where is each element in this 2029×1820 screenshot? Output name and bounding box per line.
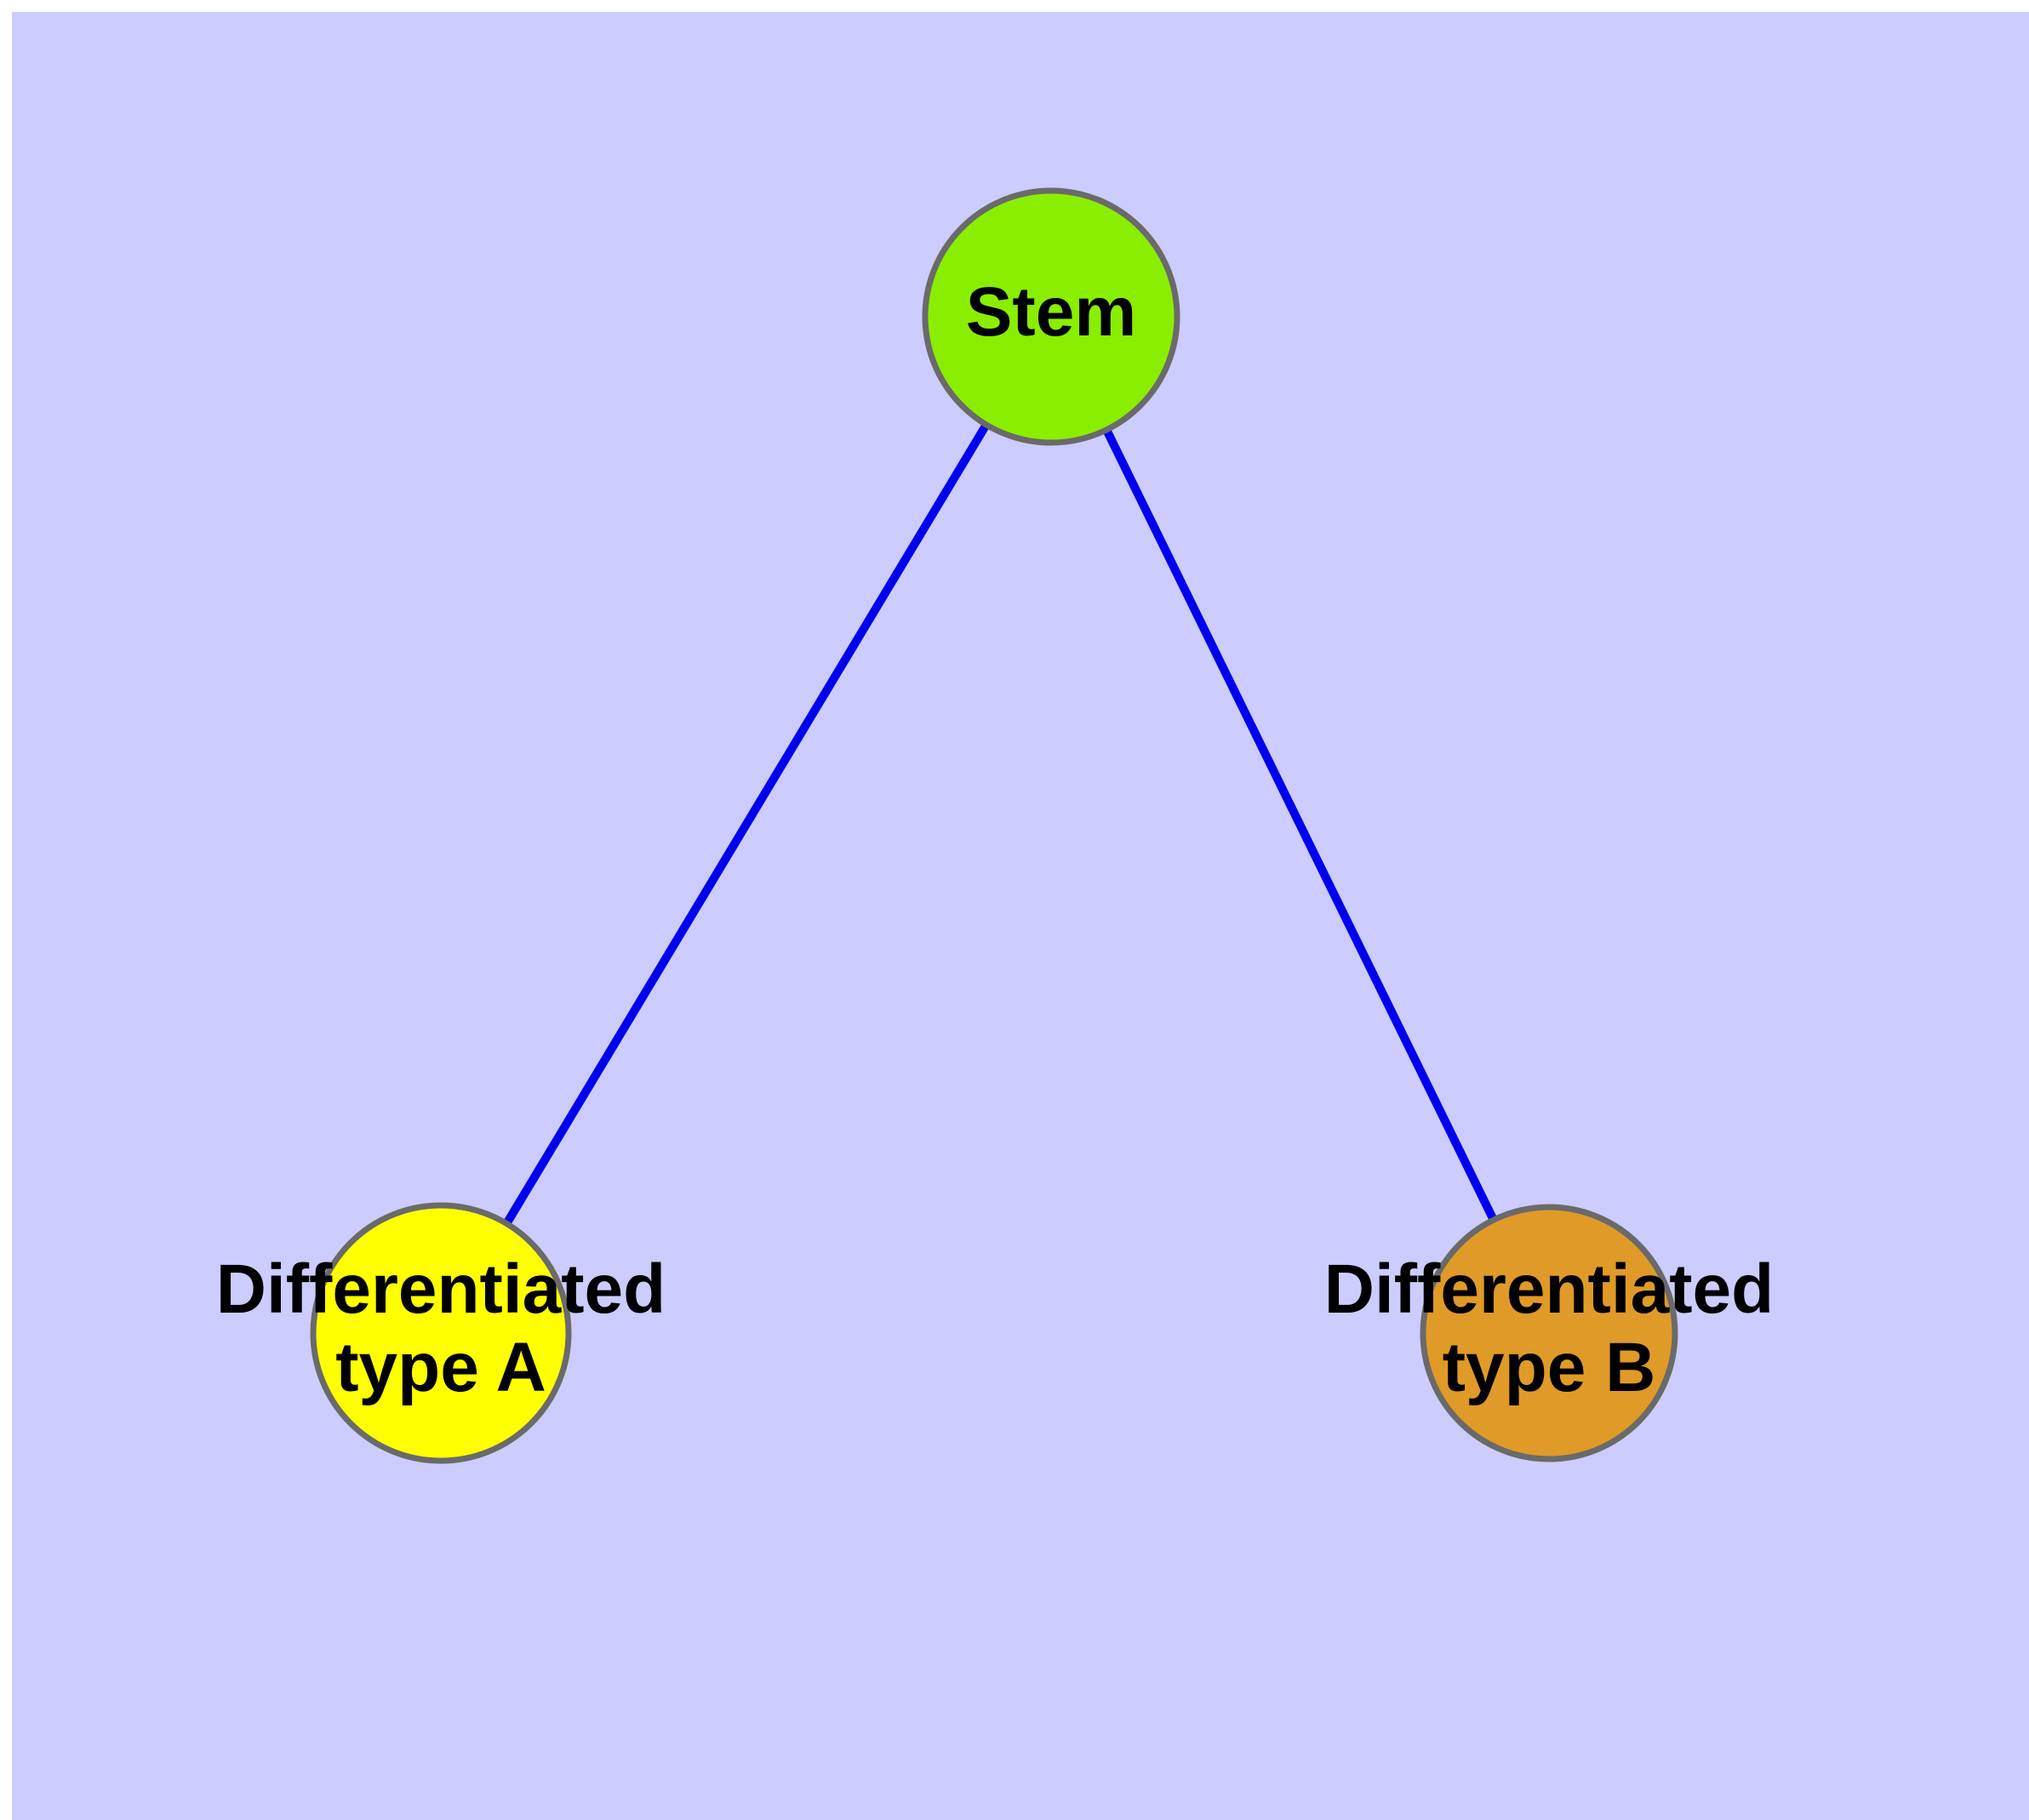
node-diff_a[interactable]	[310, 1202, 572, 1464]
nodes-layer	[310, 187, 1678, 1464]
node-label-line: Differentiated	[1324, 1251, 1775, 1328]
edge-stem-diff-a[interactable]	[437, 314, 1055, 1336]
node-label-line: Stem	[966, 273, 1137, 351]
edges-layer	[437, 314, 1553, 1336]
node-diff_b[interactable]	[1420, 1204, 1678, 1462]
node-label-line: type B	[1443, 1329, 1656, 1406]
node-stem[interactable]	[922, 187, 1180, 446]
node-label-line: Differentiated	[216, 1251, 666, 1328]
edge-stem-diff-b[interactable]	[1047, 314, 1553, 1336]
node-label-stem: Stem	[966, 273, 1137, 351]
node-label-line: type A	[335, 1329, 546, 1406]
